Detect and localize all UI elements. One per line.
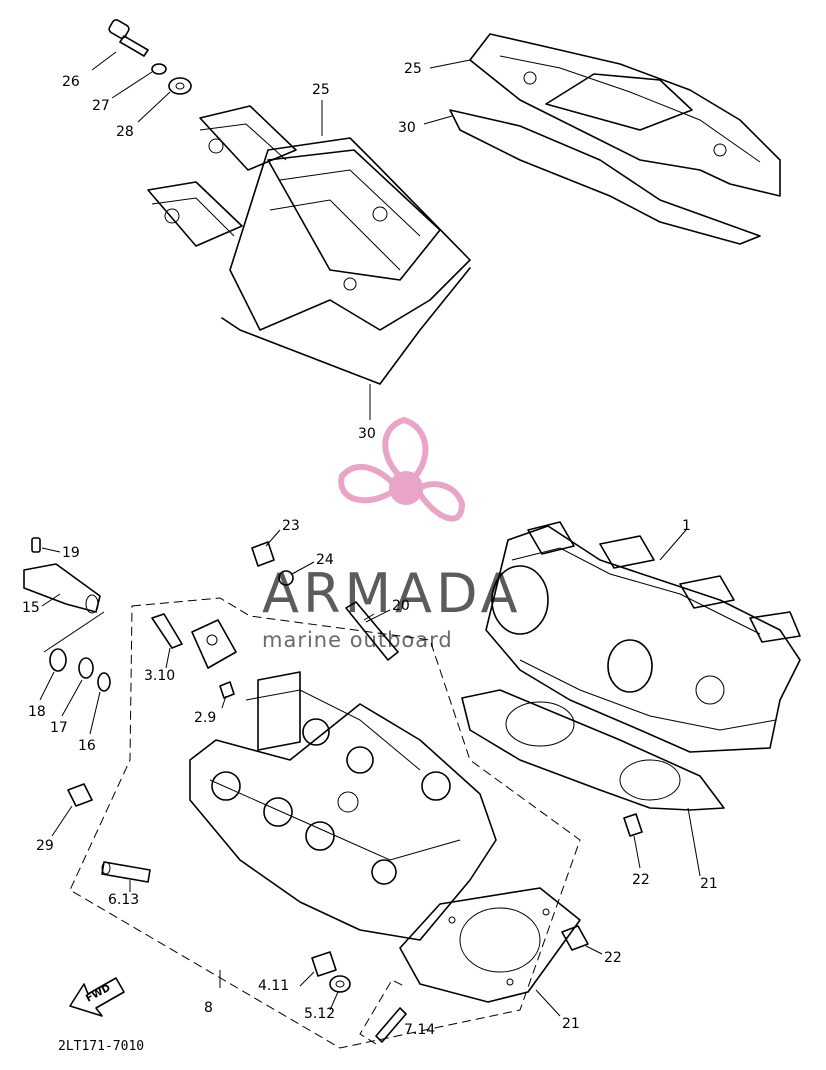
callout-23: 23 — [282, 518, 300, 534]
callout-7-14: 7.14 — [404, 1022, 435, 1038]
front-head-cover-25 — [147, 105, 471, 331]
callout-20: 20 — [392, 598, 410, 614]
callout-19: 19 — [62, 545, 80, 561]
front-head-gasket-21 — [399, 887, 581, 1003]
callout-6-13: 6.13 — [108, 892, 139, 908]
plug-4-11 — [311, 951, 337, 977]
rear-cylinder-head-1 — [485, 521, 801, 753]
thermo-housing — [191, 619, 237, 669]
head-assembly-outline-8 — [69, 597, 581, 1049]
callout-16: 16 — [78, 738, 96, 754]
callout-17: 17 — [50, 720, 68, 736]
plug-29 — [67, 783, 93, 807]
camshaft-end-15 — [23, 563, 101, 614]
callout-18: 18 — [28, 704, 46, 720]
dowel-22-lower — [561, 925, 589, 951]
rear-cover-gasket-30 — [449, 109, 761, 245]
stud-7-14 — [375, 1007, 407, 1043]
callout-15: 15 — [22, 600, 40, 616]
front-cylinder-head — [189, 671, 497, 941]
callout-30-rear: 30 — [398, 120, 416, 136]
armada-propeller-logo — [338, 416, 466, 522]
callout-25-front: 25 — [312, 82, 330, 98]
o-ring-16 — [97, 672, 111, 692]
callout-21-front: 21 — [562, 1016, 580, 1032]
nut-24 — [278, 570, 294, 586]
grommet-28 — [168, 77, 192, 95]
bolt-2-9 — [219, 681, 235, 699]
callout-24: 24 — [316, 552, 334, 568]
watermark-tagline: marine outboard — [262, 628, 453, 652]
callout-2-9: 2.9 — [194, 710, 216, 726]
callout-5-12: 5.12 — [304, 1006, 335, 1022]
rear-head-gasket-21 — [461, 689, 725, 811]
forward-arrow: FWD — [69, 977, 125, 1017]
washer-27 — [151, 63, 167, 75]
callout-1: 1 — [682, 518, 691, 534]
bolt-3-10 — [151, 613, 183, 649]
front-cover-gasket-30 — [221, 267, 471, 385]
spark-plug-20 — [345, 601, 399, 661]
callout-25-rear: 25 — [404, 61, 422, 77]
callout-3-10: 3.10 — [144, 668, 175, 684]
callout-22-upper: 22 — [632, 872, 650, 888]
callout-29: 29 — [36, 838, 54, 854]
callout-28: 28 — [116, 124, 134, 140]
rear-head-cover-25 — [469, 33, 781, 197]
callout-22-lower: 22 — [604, 950, 622, 966]
callout-8: 8 — [204, 1000, 213, 1016]
dowel-6-13 — [101, 861, 151, 883]
callout-26: 26 — [62, 74, 80, 90]
o-ring-18 — [49, 648, 67, 672]
callout-30-front: 30 — [358, 426, 376, 442]
cover-bolt-26 — [108, 19, 149, 57]
drawing-code: 2LT171-7010 — [58, 1039, 144, 1054]
callout-4-11: 4.11 — [258, 978, 289, 994]
gasket-5-12 — [329, 975, 351, 993]
dowel-22-upper — [623, 813, 643, 837]
callout-21-rear: 21 — [700, 876, 718, 892]
cap-23 — [251, 541, 275, 567]
o-ring-17 — [78, 657, 94, 679]
pin-19 — [31, 537, 41, 553]
callout-27: 27 — [92, 98, 110, 114]
watermark-brand: ARMADA — [262, 562, 522, 625]
